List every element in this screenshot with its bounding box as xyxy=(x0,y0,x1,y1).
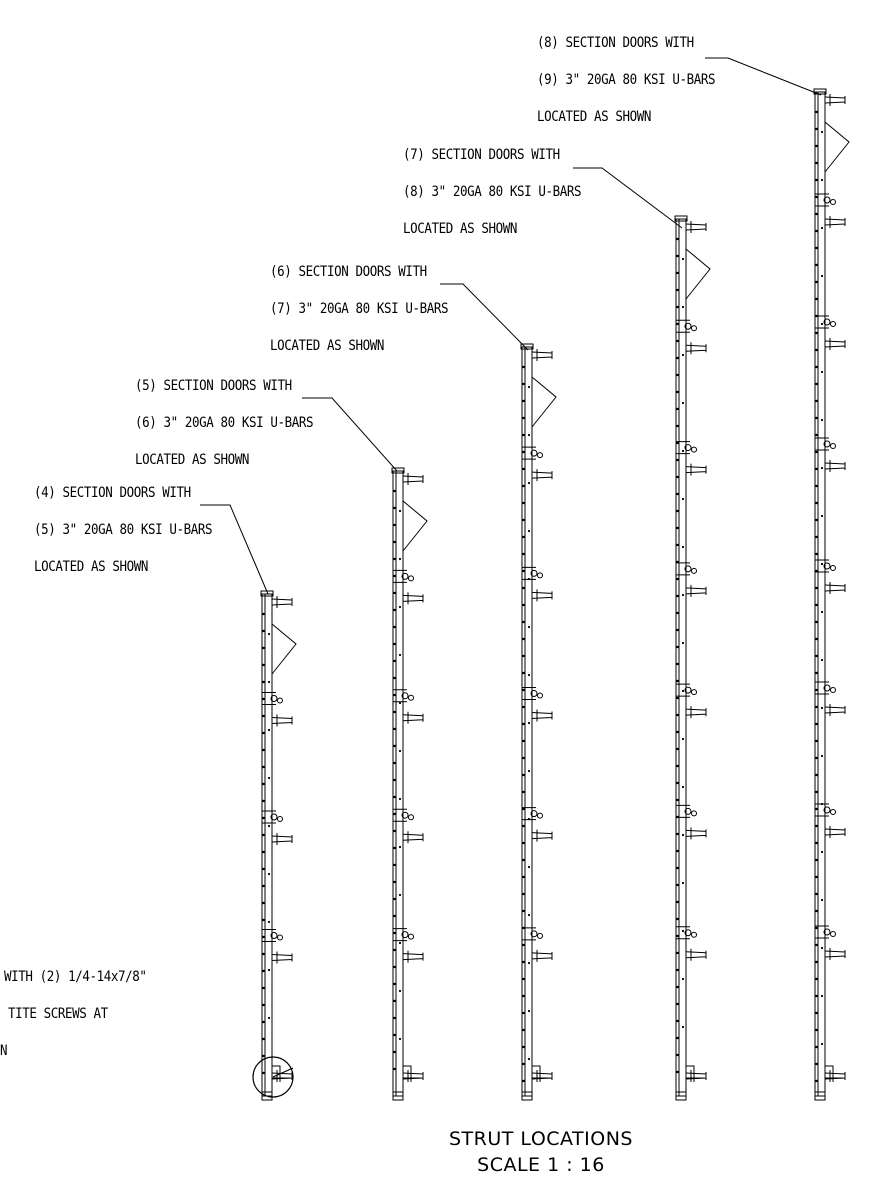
callout-d6-line3: LOCATED AS SHOWN xyxy=(270,336,385,354)
callout-d7-line3: LOCATED AS SHOWN xyxy=(403,219,518,237)
partial-note-line3: N xyxy=(0,1041,8,1059)
leader-d4 xyxy=(200,504,269,595)
callout-d6: (6) SECTION DOORS WITH (7) 3" 20GA 80 KS… xyxy=(270,240,449,363)
callout-d5-line3: LOCATED AS SHOWN xyxy=(135,450,250,468)
partial-note-line2: TITE SCREWS AT xyxy=(8,1004,108,1022)
callout-d4-line2: (5) 3" 20GA 80 KSI U-BARS xyxy=(34,520,213,538)
leader-d6 xyxy=(440,283,529,351)
callout-d4-line1: (4) SECTION DOORS WITH xyxy=(34,483,191,501)
callout-d7-line2: (8) 3" 20GA 80 KSI U-BARS xyxy=(403,182,582,200)
view-title: STRUT LOCATIONS xyxy=(448,1128,633,1150)
callout-d6-line2: (7) 3" 20GA 80 KSI U-BARS xyxy=(270,299,449,317)
leader-d8 xyxy=(705,57,822,96)
callout-d7-line1: (7) SECTION DOORS WITH xyxy=(403,145,560,163)
leader-d5 xyxy=(302,397,398,472)
detail-circle-marker xyxy=(252,1056,294,1098)
callout-d5-line1: (5) SECTION DOORS WITH xyxy=(135,376,292,394)
leader-d7 xyxy=(573,167,683,229)
callout-d5-line2: (6) 3" 20GA 80 KSI U-BARS xyxy=(135,413,314,431)
callout-d8-line2: (9) 3" 20GA 80 KSI U-BARS xyxy=(537,70,716,88)
strut-s4 xyxy=(260,590,297,1101)
view-scale: SCALE 1 : 16 xyxy=(477,1154,605,1176)
strut-s6 xyxy=(520,343,557,1101)
callout-d4: (4) SECTION DOORS WITH (5) 3" 20GA 80 KS… xyxy=(34,461,213,584)
partial-fastener-note: WITH (2) 1/4-14x7/8" TITE SCREWS AT N xyxy=(0,945,147,1068)
callout-d6-line1: (6) SECTION DOORS WITH xyxy=(270,262,427,280)
strut-s7 xyxy=(674,215,711,1101)
partial-note-line1: WITH (2) 1/4-14x7/8" xyxy=(4,967,147,985)
callout-d8: (8) SECTION DOORS WITH (9) 3" 20GA 80 KS… xyxy=(537,11,716,134)
callout-d4-line3: LOCATED AS SHOWN xyxy=(34,557,149,575)
leader-lines xyxy=(200,57,822,595)
callout-d8-line3: LOCATED AS SHOWN xyxy=(537,107,652,125)
strut-s8 xyxy=(813,88,850,1101)
callout-d5: (5) SECTION DOORS WITH (6) 3" 20GA 80 KS… xyxy=(135,354,314,477)
strut-elevations xyxy=(260,88,850,1101)
callout-d7: (7) SECTION DOORS WITH (8) 3" 20GA 80 KS… xyxy=(403,123,582,246)
strut-s5 xyxy=(391,467,428,1101)
callout-d8-line1: (8) SECTION DOORS WITH xyxy=(537,33,694,51)
